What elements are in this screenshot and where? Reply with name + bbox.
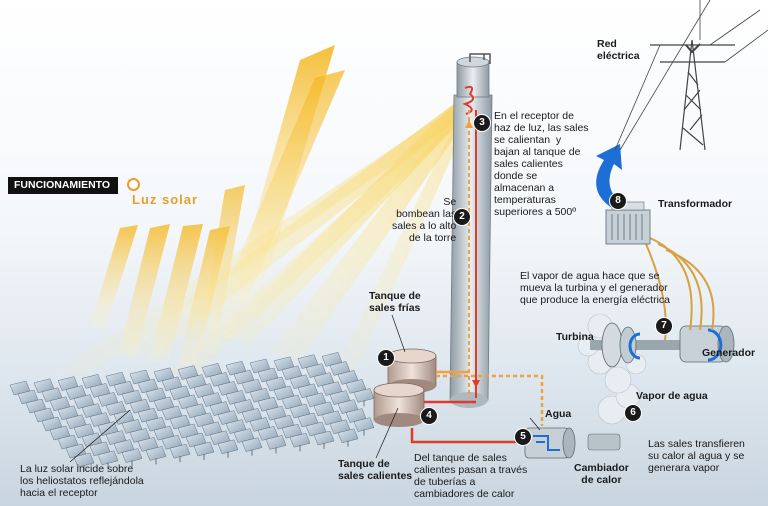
step-4-badge: 4	[420, 407, 438, 425]
heliostat-field	[9, 352, 375, 471]
generador-label: Generador	[702, 347, 756, 359]
turbina-label: Turbina	[556, 331, 594, 343]
reflected-beams	[60, 88, 480, 390]
step-6-badge: 6	[624, 404, 642, 422]
step-7-badge: 7	[655, 317, 673, 335]
bombeo-text: Se bombean las sales a lo alto de la tor…	[392, 196, 457, 244]
heat-exchanger	[524, 427, 621, 459]
step-5-badge: 5	[514, 428, 532, 446]
power-pylon	[614, 0, 768, 151]
cambiador-label: Cambiador de calor	[574, 462, 629, 486]
vapor-turbina-text: El vapor de agua hace que se mueva la tu…	[520, 270, 671, 306]
heliostat-mirror	[217, 439, 239, 455]
heliostat-mirror	[241, 437, 263, 452]
turbine-generator	[590, 322, 735, 368]
heliostat-mirror	[353, 417, 375, 432]
heliostat-mirror	[313, 430, 335, 446]
step-3-badge: 3	[473, 114, 491, 132]
vapor-agua-label: Vapor de agua	[636, 390, 708, 402]
heliostat-mirror	[97, 450, 119, 466]
heliostat-mirror	[121, 448, 143, 463]
transformador-label: Transformador	[658, 198, 733, 210]
section-tag-text: FUNCIONAMIENTO	[14, 179, 111, 191]
grid-arrow	[596, 144, 622, 208]
tanque-frias-label: Tanque de sales frías	[369, 290, 421, 314]
step-1-badge: 1	[377, 349, 395, 367]
salt-pipes	[410, 370, 544, 444]
step-2-badge: 2	[453, 208, 471, 226]
agua-label: Agua	[545, 408, 572, 420]
sales-transfieren-text: Las sales transfieren su calor al agua y…	[648, 438, 745, 474]
tanque-calientes-label: Tanque de sales calientes	[338, 458, 413, 482]
heliostat-mirror	[193, 441, 215, 457]
leader-lines	[69, 314, 541, 463]
heliostat-mirror	[337, 428, 359, 444]
red-electrica-label: Red eléctrica	[597, 38, 640, 62]
heliostat-mirror	[73, 452, 95, 468]
section-tag: FUNCIONAMIENTO	[8, 177, 141, 194]
step-8-badge: 8	[609, 192, 627, 210]
tuberias-text: Del tanque de sales calientes pasan a tr…	[414, 452, 528, 500]
heliostat-mirror	[145, 446, 167, 461]
receptor-text: En el receptor de haz de luz, las sales …	[494, 110, 589, 218]
solar-tower	[449, 53, 493, 408]
luz-solar-label: Luz solar	[132, 192, 199, 207]
sun-target-icon	[127, 178, 141, 191]
heliostat-mirror	[169, 443, 191, 459]
heliostat-mirror	[289, 432, 311, 448]
transformer	[605, 201, 651, 245]
heliostat-mirror	[265, 435, 287, 450]
hot-tank	[373, 382, 425, 427]
heliostatos-text: La luz solar incide sobre los heliostato…	[20, 463, 144, 499]
